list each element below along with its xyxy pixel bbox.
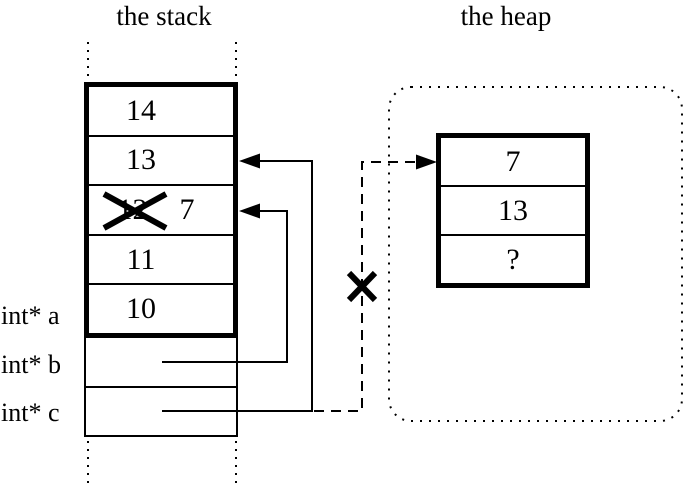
pointer-slot-c	[86, 388, 236, 436]
stack-frame-box: 14 13 12 7 11 10	[84, 82, 238, 338]
heap-cell-7: 7	[441, 138, 585, 187]
stack-cell-10: 10	[89, 285, 233, 333]
stack-cell-value: 10	[126, 292, 156, 326]
stack-cell-old-value: 12	[117, 192, 148, 226]
stack-cell-13: 13	[89, 137, 233, 187]
pointer-label-a: int* a	[1, 301, 60, 330]
heap-cell-value: 7	[505, 144, 521, 178]
heap-cell-value: ?	[506, 242, 520, 276]
dangling-pointer-arrowhead-icon	[416, 154, 437, 170]
pointer-slots-box	[84, 338, 238, 437]
stack-cell-value: 14	[126, 93, 156, 127]
heap-cell-13: 13	[441, 187, 585, 236]
stack-title: the stack	[116, 1, 212, 31]
pointer-label-b: int* b	[1, 350, 61, 379]
pointer-slot-b	[86, 338, 236, 388]
pointer-c-arrowhead-icon	[239, 153, 260, 169]
heap-title: the heap	[460, 1, 552, 31]
heap-block-box: 7 13 ?	[436, 133, 590, 288]
stack-cell-value: 13	[126, 143, 156, 177]
stack-cell-11: 11	[89, 236, 233, 286]
stack-cell-new-value: 7	[179, 192, 195, 226]
heap-cell-unknown: ?	[441, 236, 585, 283]
invalid-pointer-cross-icon	[346, 270, 378, 303]
pointer-b-arrowhead-icon	[239, 203, 260, 219]
dangling-pointer-dashed-line	[314, 161, 420, 412]
pointer-label-c: int* c	[1, 398, 60, 427]
stack-cell-value: 11	[126, 242, 156, 276]
stack-cell-14: 14	[89, 87, 233, 137]
stack-cell-12-overwritten: 12 7	[89, 186, 233, 236]
heap-cell-value: 13	[498, 193, 528, 227]
